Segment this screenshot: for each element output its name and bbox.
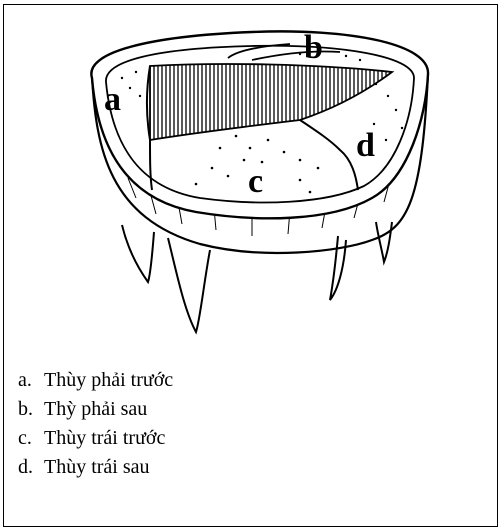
legend-key: b.: [18, 395, 44, 424]
legend-key: d.: [18, 453, 44, 482]
legend-item-a: a.Thùy phải trước: [18, 366, 173, 395]
legend-text: Thỳ phải sau: [44, 398, 147, 420]
marker-d: d: [356, 127, 375, 164]
legend-list: a.Thùy phải trước b.Thỳ phải sau c.Thùy …: [18, 366, 173, 482]
legend-text: Thùy phải trước: [44, 369, 173, 391]
legend-item-b: b.Thỳ phải sau: [18, 395, 173, 424]
legend-item-d: d.Thùy trái sau: [18, 453, 173, 482]
anatomical-figure: a b c d: [0, 0, 504, 360]
leg-middle: [168, 238, 210, 332]
lobe-illustration: a b c d: [0, 0, 504, 360]
leg-right: [330, 236, 346, 300]
legend-key: c.: [18, 424, 44, 453]
legend-item-c: c.Thùy trái trước: [18, 424, 173, 453]
leg-far-right: [376, 222, 392, 262]
marker-b: b: [304, 29, 323, 66]
legend-key: a.: [18, 366, 44, 395]
leg-left: [122, 225, 154, 282]
marker-a: a: [104, 81, 121, 118]
legend-text: Thùy trái trước: [44, 427, 165, 449]
legend-text: Thùy trái sau: [44, 456, 150, 478]
marker-c: c: [248, 163, 263, 200]
